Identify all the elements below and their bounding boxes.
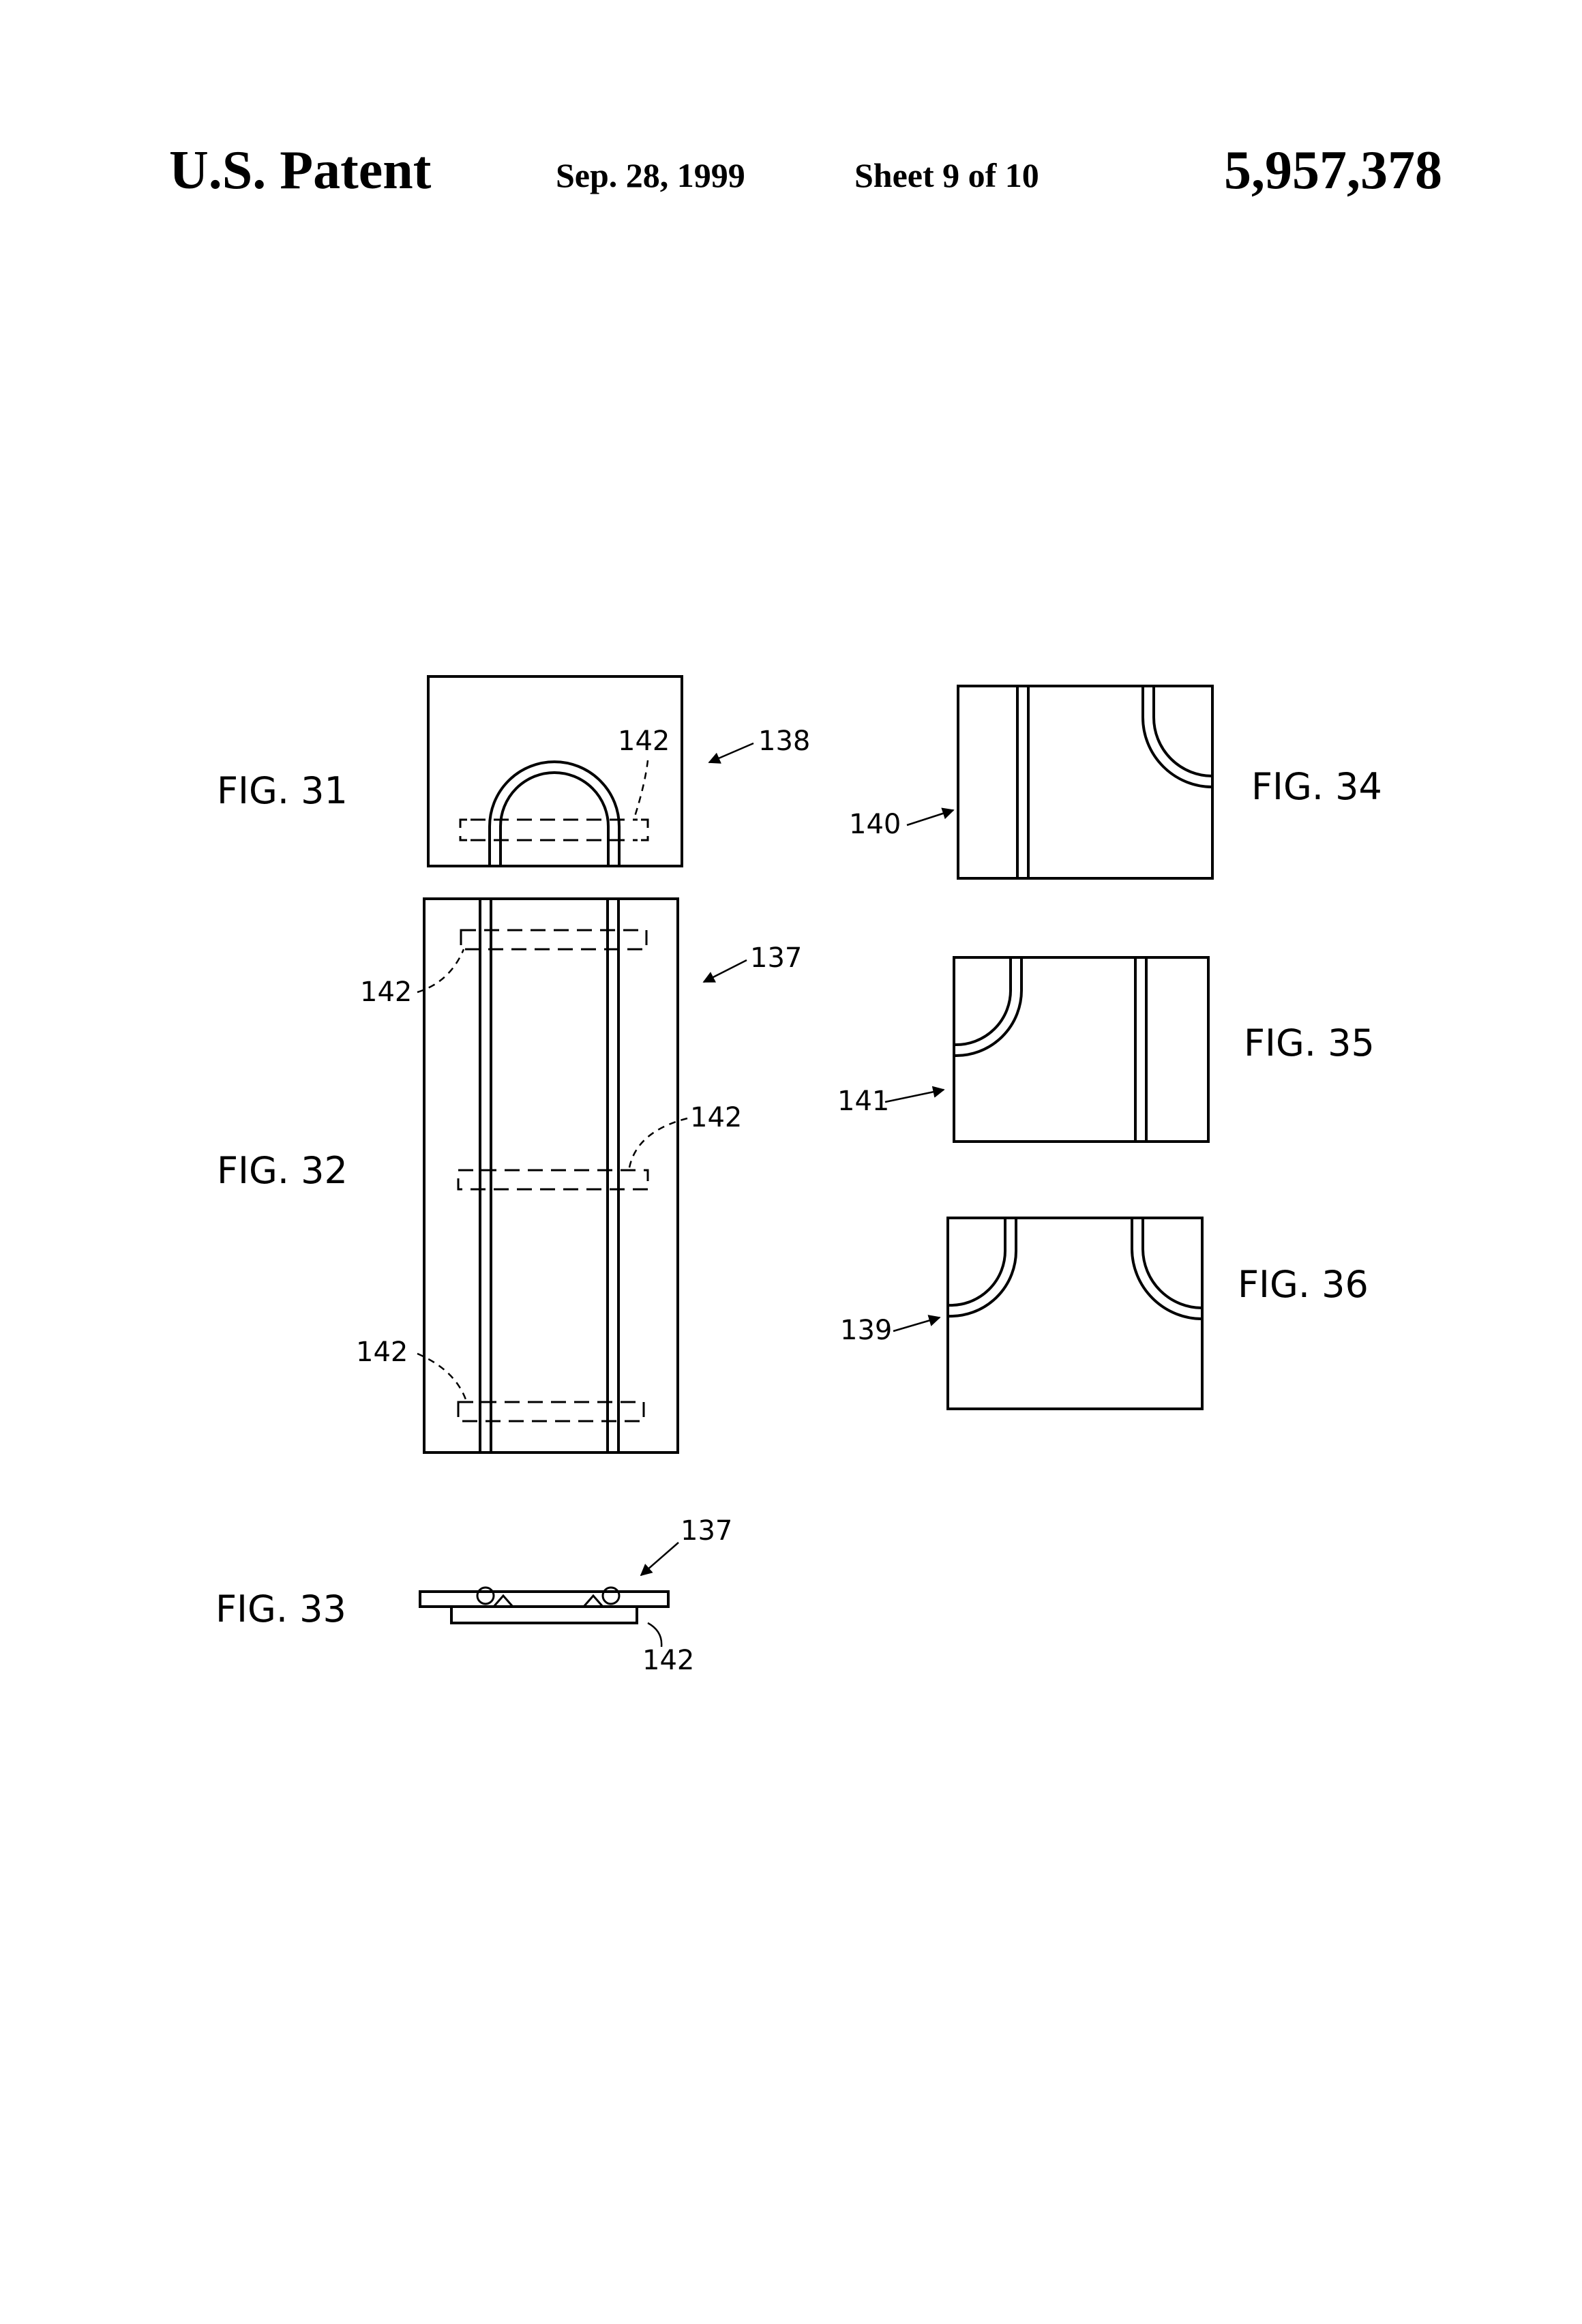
fig-36-panel <box>948 1218 1202 1409</box>
fig-31-arch-outer <box>490 762 619 866</box>
fig-32-ref-142-middle: 142 <box>690 1102 742 1133</box>
fig-31-label: FIG. 31 <box>217 769 348 812</box>
fig-33-notch-right <box>584 1596 603 1607</box>
fig-32-ref-137: 137 <box>750 942 802 974</box>
fig-34-arrow-140 <box>907 810 953 825</box>
fig-31-tab-end-right <box>641 820 648 840</box>
fig-36: FIG. 36 139 <box>840 1218 1369 1409</box>
fig-34-corner-inner <box>1154 686 1212 776</box>
fig-32-label: FIG. 32 <box>217 1149 348 1192</box>
fig-35-arrow-141 <box>885 1090 944 1102</box>
fig-34: FIG. 34 140 <box>849 686 1382 878</box>
fig-33-notch-left <box>494 1596 513 1607</box>
fig-35: FIG. 35 141 <box>837 957 1375 1142</box>
fig-31-leader-142 <box>634 760 648 818</box>
fig-36-ref-139: 139 <box>840 1315 892 1346</box>
fig-32: FIG. 32 142 137 142 142 <box>217 899 802 1452</box>
fig-32-ref-142-bottom: 142 <box>356 1337 408 1368</box>
fig-33-ref-137: 137 <box>681 1515 732 1547</box>
fig-35-label: FIG. 35 <box>1244 1022 1375 1064</box>
fig-35-ref-141: 141 <box>837 1086 889 1117</box>
fig-33-tab-layer <box>451 1607 637 1623</box>
fig-33-ref-142: 142 <box>642 1645 694 1676</box>
fig-33-leader-142 <box>648 1623 661 1647</box>
fig-31-arrow-138 <box>709 743 753 762</box>
fig-31-tab-end-left <box>460 820 467 840</box>
fig-34-label: FIG. 34 <box>1251 765 1382 808</box>
fig-31-panel <box>428 676 682 866</box>
fig-31-ref-142: 142 <box>618 726 670 757</box>
fig-36-corner-left-inner <box>948 1218 1005 1305</box>
fig-34-panel <box>958 686 1212 878</box>
fig-32-arrow-137 <box>704 960 747 982</box>
fig-36-arrow-139 <box>893 1317 940 1331</box>
fig-35-corner-inner <box>954 957 1011 1045</box>
fig-33-label: FIG. 33 <box>215 1588 346 1630</box>
fig-32-ref-142-top: 142 <box>360 977 412 1008</box>
fig-33: FIG. 33 137 142 <box>215 1515 732 1676</box>
fig-36-corner-right-inner <box>1143 1218 1202 1308</box>
fig-32-tab-bottom <box>458 1402 644 1421</box>
fig-33-bead-right <box>603 1588 619 1604</box>
fig-33-top-layer <box>420 1592 668 1607</box>
fig-36-label: FIG. 36 <box>1238 1263 1369 1306</box>
fig-31-ref-138: 138 <box>758 726 810 757</box>
fig-33-bead-left <box>477 1588 494 1604</box>
fig-34-ref-140: 140 <box>849 809 901 840</box>
fig-31: FIG. 31 142 138 <box>217 676 810 866</box>
fig-35-panel <box>954 957 1208 1142</box>
fig-33-arrow-137 <box>641 1543 678 1575</box>
fig-32-panel <box>424 899 678 1452</box>
